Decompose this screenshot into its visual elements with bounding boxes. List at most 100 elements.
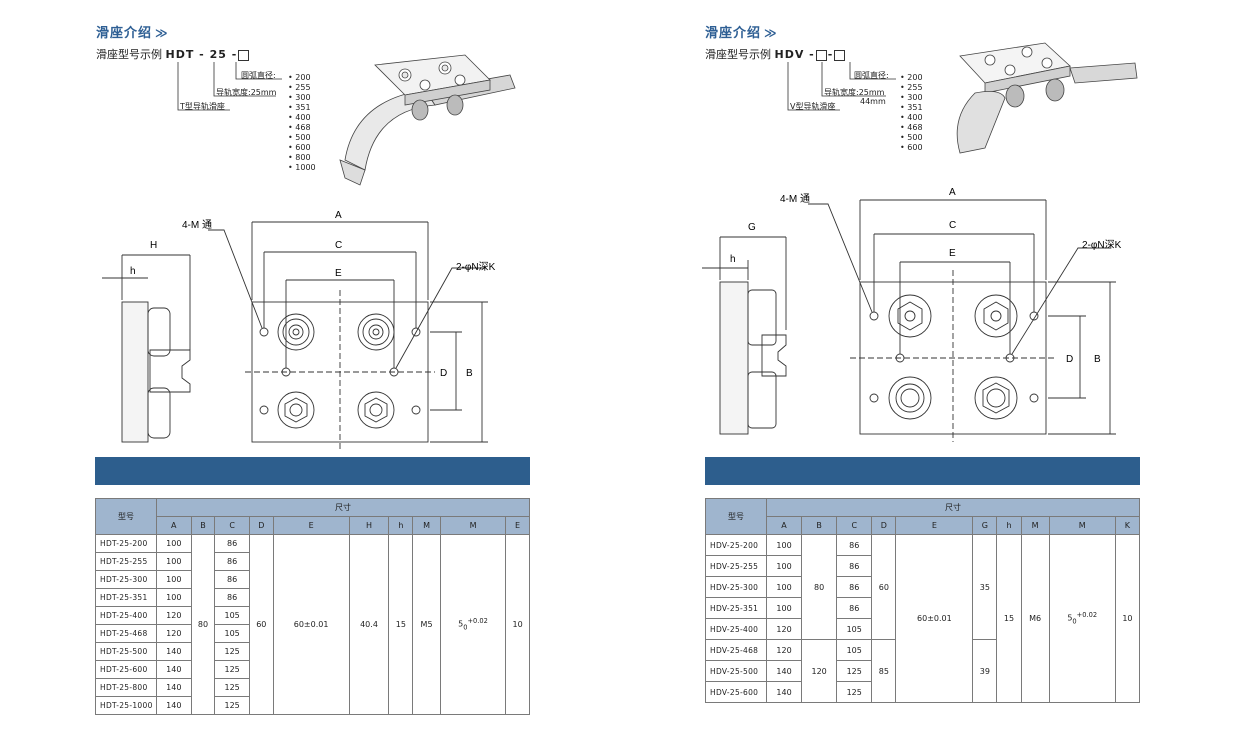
th-size: 尺寸 bbox=[156, 498, 530, 517]
column-header: A bbox=[765, 516, 803, 535]
d-cell: 60 bbox=[871, 534, 897, 640]
radius-item: 400 bbox=[288, 113, 316, 123]
right-panel: 滑座介绍≫ 滑座型号示例 HDV -- 圆弧直径: 导轨宽度:25mm 44mm… bbox=[610, 0, 1227, 729]
model-example: 滑座型号示例 HDV -- bbox=[705, 46, 846, 62]
radius-item: 468 bbox=[288, 123, 316, 133]
model-cell: HDV-25-300 bbox=[705, 576, 767, 598]
model-cell: HDT-25-600 bbox=[95, 660, 157, 679]
model-cell: HDV-25-468 bbox=[705, 639, 767, 661]
placeholder-box bbox=[834, 49, 846, 61]
c-cell: 86 bbox=[836, 555, 873, 577]
model-cell: HDT-25-500 bbox=[95, 642, 157, 661]
model-cell: HDT-25-255 bbox=[95, 552, 157, 571]
column-header: B bbox=[801, 516, 838, 535]
c-cell: 86 bbox=[836, 534, 873, 556]
pin-label: 2-φN深K bbox=[1082, 239, 1122, 251]
a-cell: 100 bbox=[156, 552, 192, 571]
c-cell: 86 bbox=[214, 588, 250, 607]
model-cell: HDV-25-500 bbox=[705, 660, 767, 682]
chevron-right-icon: ≫ bbox=[155, 26, 169, 40]
radius-item: 351 bbox=[288, 103, 316, 113]
tolerance-upper: +0.02 bbox=[1076, 611, 1098, 620]
g-cell: 39 bbox=[972, 639, 998, 703]
radius-item: 255 bbox=[900, 83, 922, 93]
placeholder-box bbox=[238, 49, 250, 61]
a-cell: 140 bbox=[765, 660, 803, 682]
column-header: C bbox=[214, 516, 250, 535]
a-cell: 140 bbox=[156, 696, 192, 715]
model-code-leaders bbox=[787, 62, 896, 111]
a-cell: 140 bbox=[156, 660, 192, 679]
th-model: 型号 bbox=[95, 498, 157, 535]
model-cell: HDT-25-468 bbox=[95, 624, 157, 643]
a-cell: 120 bbox=[765, 639, 803, 661]
d-cell: 85 bbox=[871, 639, 897, 703]
radius-item: 300 bbox=[288, 93, 316, 103]
model-cell: HDV-25-351 bbox=[705, 597, 767, 619]
a-cell: 120 bbox=[156, 624, 192, 643]
column-header: D bbox=[248, 516, 274, 535]
column-header: H bbox=[348, 516, 390, 535]
e-cell: 60±0.01 bbox=[272, 534, 350, 715]
tolerance-cell: 50+0.02 bbox=[1048, 534, 1116, 703]
model-cell: HDV-25-600 bbox=[705, 681, 767, 703]
column-header: M bbox=[1048, 516, 1116, 535]
dim-b: B bbox=[466, 368, 473, 379]
model-code-leaders bbox=[177, 62, 282, 111]
radius-item: 468 bbox=[900, 123, 922, 133]
c-cell: 86 bbox=[214, 552, 250, 571]
radius-item: 400 bbox=[900, 113, 922, 123]
model-cell: HDV-25-400 bbox=[705, 618, 767, 640]
column-header: M bbox=[412, 516, 441, 535]
a-cell: 100 bbox=[156, 588, 192, 607]
tolerance-base: 5 bbox=[1067, 614, 1073, 624]
radius-item: 1000 bbox=[288, 163, 315, 173]
c-cell: 86 bbox=[214, 534, 250, 553]
a-cell: 140 bbox=[765, 681, 803, 703]
pin-label: 2-φN深K bbox=[456, 261, 496, 273]
d-cell: 60 bbox=[248, 534, 274, 715]
chevron-right-icon: ≫ bbox=[764, 26, 778, 40]
anno-width-2: 44mm bbox=[860, 97, 886, 106]
column-header: h bbox=[996, 516, 1022, 535]
column-header: A bbox=[156, 516, 192, 535]
tolerance-lower: 0 bbox=[1072, 617, 1077, 626]
placeholder-box bbox=[815, 49, 827, 61]
m-cell: M6 bbox=[1020, 534, 1050, 703]
k-cell: 10 bbox=[1114, 534, 1141, 703]
dim-h-small: h bbox=[730, 254, 736, 265]
model-example: 滑座型号示例 HDT - 25 - bbox=[96, 46, 250, 62]
blue-banner bbox=[705, 457, 1140, 485]
a-cell: 140 bbox=[156, 678, 192, 697]
radius-item: 200 bbox=[288, 73, 316, 83]
h-big-cell: 40.4 bbox=[348, 534, 390, 715]
column-header: D bbox=[871, 516, 897, 535]
model-cell: HDT-25-200 bbox=[95, 534, 157, 553]
left-panel: 滑座介绍≫ 滑座型号示例 HDT - 25 - 圆弧直径: 导轨宽度:25mm … bbox=[0, 0, 617, 729]
model-cell: HDT-25-1000 bbox=[95, 696, 157, 715]
column-header: E bbox=[505, 516, 530, 535]
c-cell: 125 bbox=[214, 696, 250, 715]
model-cell: HDT-25-400 bbox=[95, 606, 157, 625]
g-cell: 35 bbox=[972, 534, 998, 640]
hole-label: 4-M 通 bbox=[780, 193, 810, 205]
radius-list: 200255300351400468500600 bbox=[900, 73, 922, 153]
dim-e: E bbox=[949, 248, 956, 259]
column-header: G bbox=[972, 516, 998, 535]
radius-item: 500 bbox=[288, 133, 316, 143]
tolerance-lower: 0 bbox=[463, 623, 468, 632]
anno-type: V型导轨滑座 bbox=[790, 102, 836, 111]
tolerance-base: 5 bbox=[458, 620, 464, 630]
radius-item: 600 bbox=[900, 143, 922, 153]
blue-banner bbox=[95, 457, 530, 485]
